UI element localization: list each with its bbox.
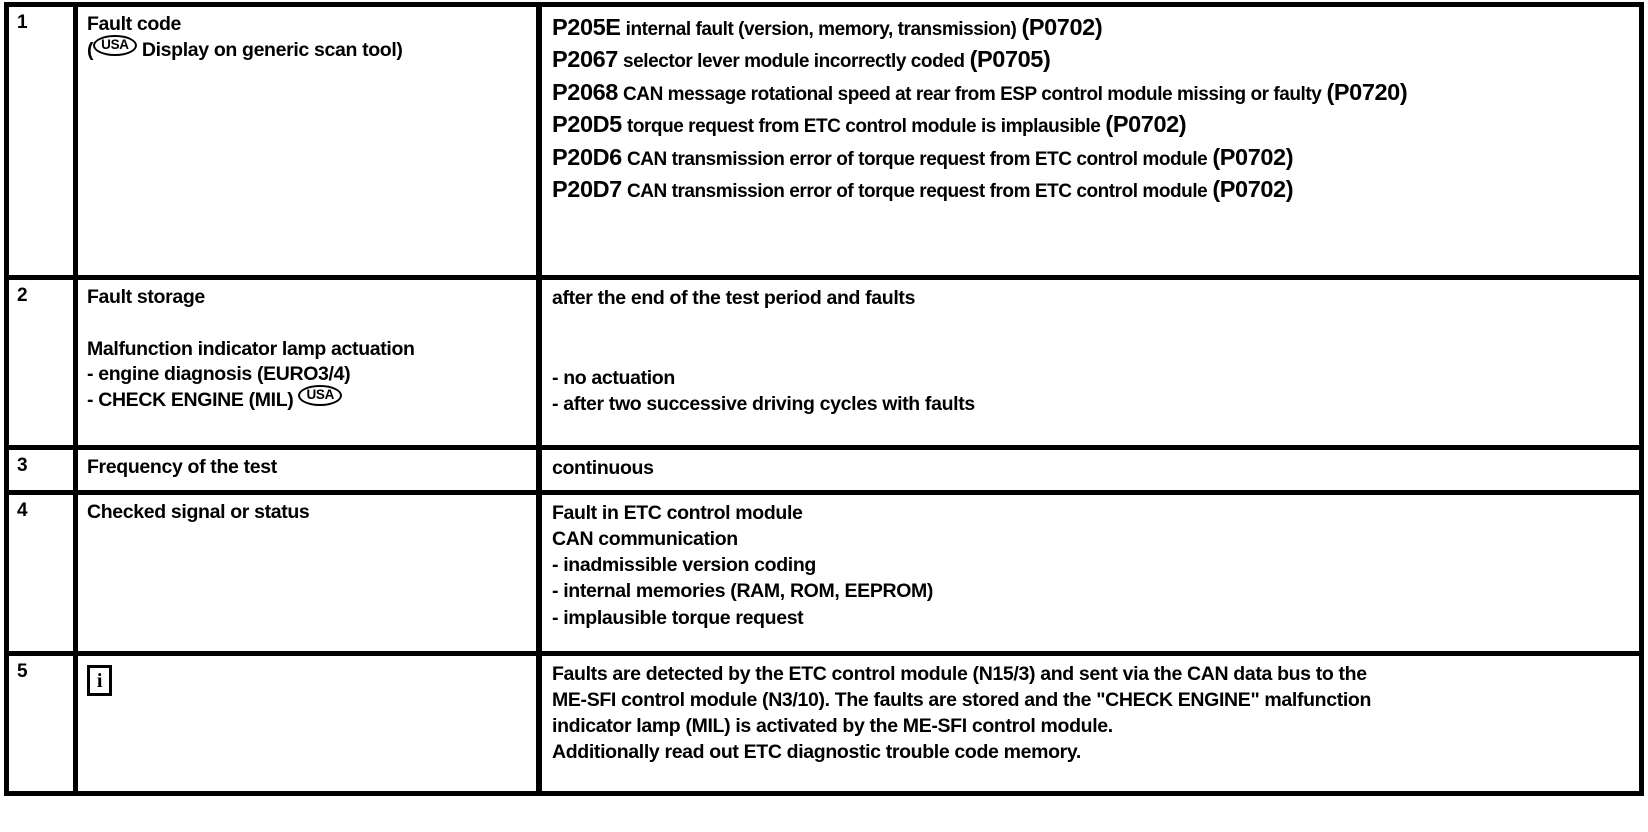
value-line: Fault in ETC control module [552, 502, 803, 524]
value-line: Faults are detected by the ETC control m… [552, 663, 1367, 685]
fault-code-list: P205E internal fault (version, memory, t… [542, 7, 1639, 275]
value-line: indicator lamp (MIL) is activated by the… [552, 715, 1113, 738]
label-title: Checked signal or status [87, 501, 310, 523]
table-row: 5 i Faults are detected by the ETC contr… [9, 656, 1639, 796]
spacer [87, 311, 530, 337]
value-line: continuous [552, 457, 654, 479]
label-title: Fault code [87, 13, 182, 35]
fault-code-entry: P2067 selector lever module incorrectly … [552, 44, 1631, 75]
fault-code-description: CAN message rotational speed at rear fro… [623, 83, 1322, 105]
fault-code-generic: (P0705) [969, 46, 1051, 73]
fault-code-id: P20D7 [552, 176, 622, 203]
row-label-checked-signal: Checked signal or status [78, 495, 542, 651]
paren-open: ( [87, 38, 94, 61]
row-number: 1 [9, 7, 78, 275]
row-number: 5 [9, 656, 78, 791]
label-item-check-engine-text: - CHECK ENGINE (MIL) [87, 389, 294, 412]
fault-code-description: internal fault (version, memory, transmi… [625, 19, 1017, 40]
checked-signal-values: Fault in ETC control module CAN communic… [542, 495, 1639, 651]
row-label-note: i [78, 656, 542, 791]
label-title: Fault storage [87, 286, 205, 308]
fault-code-id: P20D5 [552, 111, 622, 138]
value-line: - after two successive driving cycles wi… [552, 393, 975, 416]
fault-code-description: CAN transmission error of torque request… [626, 148, 1208, 170]
fault-code-generic: (P0720) [1326, 78, 1408, 105]
label-subtitle-text: Display on generic scan tool) [136, 38, 403, 61]
row-label-fault-code: Fault code (USA Display on generic scan … [78, 7, 542, 275]
value-line: - internal memories (RAM, ROM, EEPROM) [552, 580, 934, 603]
fault-code-generic: (P0702) [1212, 176, 1294, 203]
row-number: 4 [9, 495, 78, 651]
fault-code-description: selector lever module incorrectly coded [623, 51, 965, 73]
fault-storage-values: after the end of the test period and fau… [542, 280, 1639, 445]
value-line: CAN communication [552, 528, 738, 551]
fault-code-entry: P20D5 torque request from ETC control mo… [552, 109, 1631, 140]
row-label-frequency: Frequency of the test [78, 450, 542, 490]
table-row: 2 Fault storage Malfunction indicator la… [9, 280, 1639, 450]
fault-code-entry: P20D6 CAN transmission error of torque r… [552, 142, 1631, 173]
fault-code-description: CAN transmission error of torque request… [626, 181, 1208, 203]
row-number: 3 [9, 450, 78, 490]
value-line: - no actuation [552, 367, 675, 390]
label-title: Frequency of the test [87, 456, 277, 478]
label-item-engine-diagnosis: - engine diagnosis (EURO3/4) [87, 363, 351, 386]
value-line: - implausible torque request [552, 606, 804, 629]
fault-code-entry: P205E internal fault (version, memory, t… [552, 12, 1631, 43]
fault-code-id: P205E [552, 14, 621, 40]
fault-code-generic: (P0702) [1212, 143, 1294, 170]
fault-code-generic: (P0702) [1105, 111, 1187, 138]
usa-badge-icon: USA [93, 34, 137, 56]
value-line: Additionally read out ETC diagnostic tro… [552, 741, 1082, 764]
fault-code-description: torque request from ETC control module i… [626, 116, 1101, 138]
table-row: 3 Frequency of the test continuous [9, 450, 1639, 495]
value-line: ME-SFI control module (N3/10). The fault… [552, 689, 1372, 712]
fault-code-generic: (P0702) [1021, 14, 1103, 40]
usa-badge-icon: USA [298, 385, 343, 407]
row-number: 2 [9, 280, 78, 445]
table-row: 4 Checked signal or status Fault in ETC … [9, 495, 1639, 656]
diagnostic-table: 1 Fault code (USA Display on generic sca… [4, 2, 1644, 796]
note-paragraph: Faults are detected by the ETC control m… [542, 656, 1639, 791]
value-line: after the end of the test period and fau… [552, 287, 916, 309]
label-item-check-engine: - CHECK ENGINE (MIL) USA [87, 385, 530, 414]
row-label-fault-storage: Fault storage Malfunction indicator lamp… [78, 280, 542, 445]
fault-code-entry: P2068 CAN message rotational speed at re… [552, 77, 1631, 108]
fault-code-entry: P20D7 CAN transmission error of torque r… [552, 174, 1631, 205]
info-icon: i [87, 665, 112, 696]
spacer [552, 311, 1631, 365]
fault-code-id: P20D6 [552, 143, 622, 170]
label-subtitle: (USA Display on generic scan tool) [87, 34, 530, 64]
fault-code-id: P2068 [552, 78, 618, 105]
fault-code-id: P2067 [552, 46, 618, 73]
label-heading-mil-actuation: Malfunction indicator lamp actuation [87, 337, 415, 360]
frequency-value: continuous [542, 450, 1639, 490]
value-line: - inadmissible version coding [552, 554, 816, 577]
table-row: 1 Fault code (USA Display on generic sca… [9, 7, 1639, 280]
